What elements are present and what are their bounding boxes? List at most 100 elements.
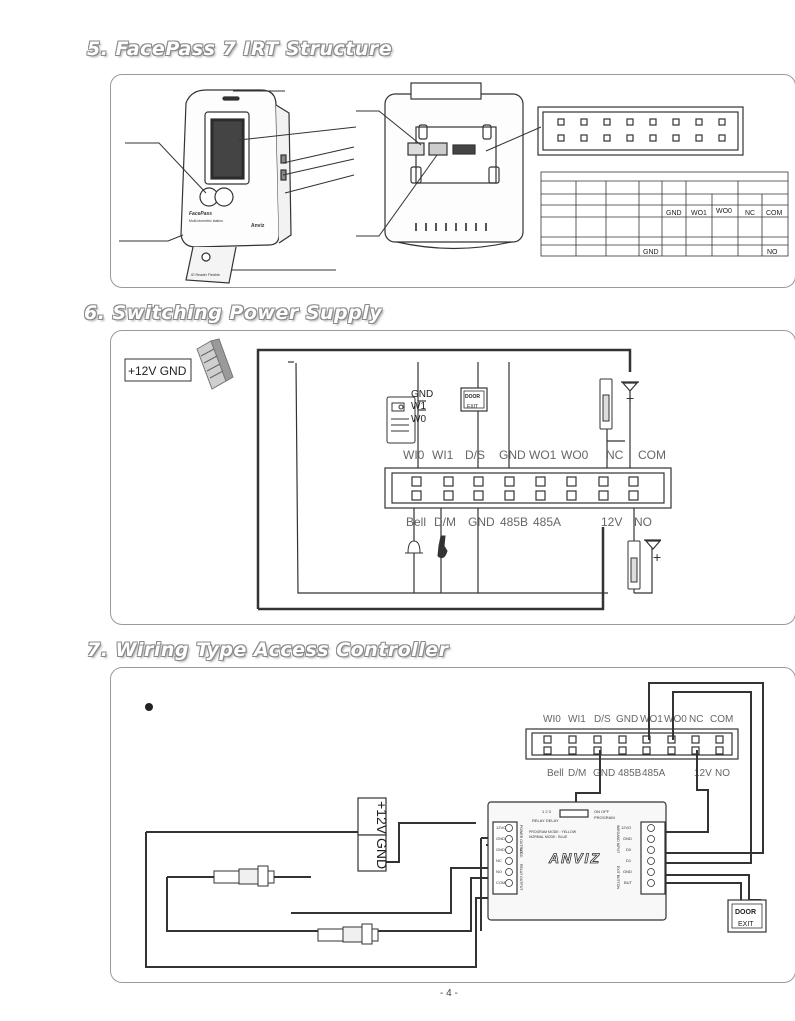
terminal-pin xyxy=(535,490,546,501)
terminal-pin xyxy=(715,746,724,755)
top-pin-label-ds: D/S xyxy=(465,448,485,462)
ctrl-top-label-nc: NC xyxy=(689,714,703,725)
lock-bottom-icon xyxy=(627,540,641,590)
ctrl-bottom-label-dm: D/M xyxy=(568,768,586,779)
structure-panel: FacePass Multi-biometric station Anviz I… xyxy=(110,74,795,288)
bottom-pin-label-12v: 12V xyxy=(601,515,622,529)
terminal-pin xyxy=(691,735,700,744)
top-pin-label-wo1: WO1 xyxy=(529,448,557,462)
table-cell-com: COM xyxy=(766,210,783,217)
left-terminal-nc: NC xyxy=(496,858,502,863)
terminal-pin xyxy=(535,476,546,487)
terminal-pin xyxy=(504,490,515,501)
program-mode-note: PROGRAM MODE : YELLOW xyxy=(529,830,577,834)
left-terminal-no: NO xyxy=(496,869,502,874)
controller-left-screws xyxy=(505,824,513,887)
right-terminal-but: BUT xyxy=(624,880,633,885)
controller-exit-button-icon xyxy=(727,899,767,933)
callout-lines-back xyxy=(356,110,542,237)
psu-gnd-label: GND xyxy=(374,838,390,869)
terminal-pin xyxy=(618,735,627,744)
right-terminal-gnd: GND xyxy=(623,836,632,841)
ctrl-top-label-wo1: WO1 xyxy=(640,714,663,725)
bottom-pin-label-gnd: GND xyxy=(468,515,495,529)
terminal-pin xyxy=(667,735,676,744)
terminal-pin xyxy=(543,735,552,744)
ctrl-top-label-wo0: WO0 xyxy=(664,714,687,725)
diode-bottom-plus: + xyxy=(653,549,661,565)
section-title-wiring-controller: 7. Wiring Type Access Controller xyxy=(87,639,449,661)
relay-delay-label: RELAY DELAY xyxy=(532,818,559,823)
psu-icon xyxy=(196,338,234,390)
ctrl-top-label-wi0: WI0 xyxy=(543,714,561,725)
top-pin-label-wo0: WO0 xyxy=(561,448,589,462)
bottom-pin-label-bell: Bell xyxy=(406,515,426,529)
structure-diagram: FacePass Multi-biometric station Anviz I… xyxy=(119,82,789,284)
reader-pin-w0: W0 xyxy=(411,414,426,425)
dip-numbers: 1 2 3 xyxy=(542,809,552,814)
device-front-view xyxy=(180,89,292,284)
callout-lines-front xyxy=(119,90,357,271)
right-terminal-d0: D0 xyxy=(626,847,632,852)
diode-top-icon xyxy=(621,381,639,392)
bullet-icon xyxy=(145,703,153,711)
ctrl-bottom-label-485b: 485B xyxy=(618,768,642,779)
section-title-structure: 5. FacePass 7 IRT Structure xyxy=(87,38,393,60)
reader-pin-gnd: GND xyxy=(411,389,433,400)
right-group-exit: EXIT BUTTON xyxy=(616,866,620,889)
terminal-pin xyxy=(411,476,422,487)
bottom-pin-label-no: NO xyxy=(634,515,652,529)
device-reader-text: ID Reader Flexible xyxy=(191,273,220,277)
section-title-power-supply: 6. Switching Power Supply xyxy=(84,302,383,324)
terminal-pin xyxy=(568,746,577,755)
dip-on-off: ON OFF xyxy=(594,809,610,814)
top-pin-label-com: COM xyxy=(638,448,666,462)
left-group-lock: LOCK xyxy=(519,848,523,858)
diode-bottom-icon xyxy=(644,539,662,550)
controller-terminal-pins xyxy=(543,735,724,755)
power-supply-panel: +12V GND xyxy=(110,330,795,625)
terminal-pin xyxy=(642,746,651,755)
psu-label-box xyxy=(124,358,192,382)
top-pin-label-wi1: WI1 xyxy=(432,448,454,462)
exit-button-label-door: DOOR xyxy=(465,394,480,400)
terminal-block xyxy=(384,467,672,509)
left-terminal-com: COM xyxy=(496,880,505,885)
table-cell-gnd-2: GND xyxy=(643,249,659,256)
ctrl-top-label-gnd: GND xyxy=(616,714,638,725)
page-number: - 4 - xyxy=(440,988,458,999)
terminal-pin xyxy=(667,746,676,755)
top-pin-label-gnd: GND xyxy=(499,448,526,462)
bottom-pin-label-485b: 485B xyxy=(500,515,528,529)
device-back-view xyxy=(384,82,524,250)
table-cell-gnd: GND xyxy=(666,210,682,217)
device-subtitle-text: Multi-biometric station xyxy=(189,219,223,223)
controller-right-screws xyxy=(647,824,655,887)
bottom-pin-label-dm: D/M xyxy=(434,515,456,529)
table-cell-wo0: WO0 xyxy=(716,208,732,215)
ctrl-bottom-label-gnd: GND xyxy=(593,768,615,779)
table-cell-no: NO xyxy=(767,249,778,256)
bottom-pin-label-485a: 485A xyxy=(533,515,561,529)
ctrl-bottom-label-485a: 485A xyxy=(642,768,666,779)
terminal-pin xyxy=(473,490,484,501)
terminal-pin xyxy=(566,476,577,487)
controller-wiring xyxy=(145,682,764,968)
normal-mode-note: NORMAL MODE : BLUE xyxy=(529,835,568,839)
power-supply-diagram: +12V GND xyxy=(124,338,672,611)
terminal-pin xyxy=(593,735,602,744)
exit-button-label-exit: EXIT xyxy=(467,404,478,410)
lock-1-icon xyxy=(213,865,275,887)
terminal-pin xyxy=(411,490,422,501)
right-terminal-gnd-2: GND xyxy=(623,869,632,874)
device-logo-text: Anviz xyxy=(251,223,265,229)
ctrl-bottom-label-no: NO xyxy=(715,768,730,779)
controller-exit-exit: EXIT xyxy=(738,921,754,928)
diode-top-plus: + xyxy=(626,390,634,406)
terminal-pin xyxy=(473,476,484,487)
terminal-pin xyxy=(628,476,639,487)
terminal-pin xyxy=(598,476,609,487)
left-terminal-gnd: GND xyxy=(496,836,505,841)
right-group-wiegand: WIEGAND INPUT xyxy=(616,825,620,854)
door-magnet-icon xyxy=(437,535,448,559)
